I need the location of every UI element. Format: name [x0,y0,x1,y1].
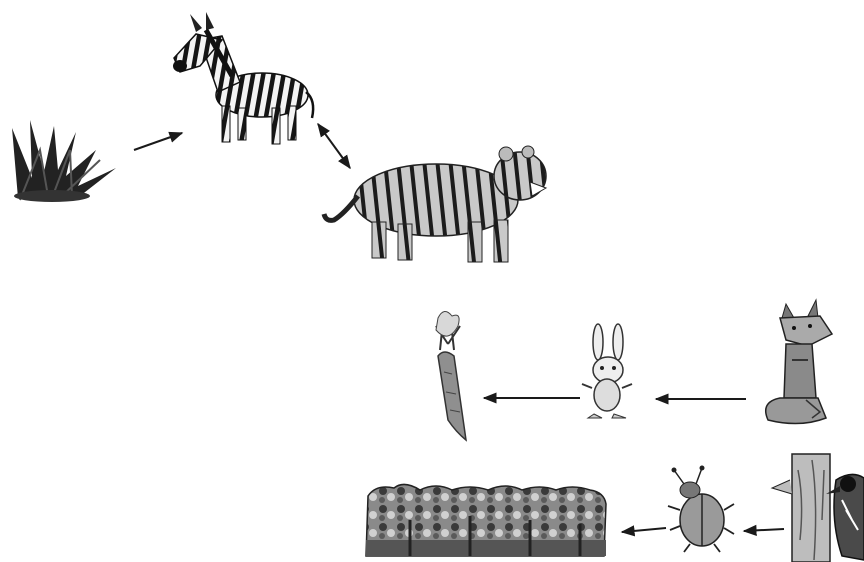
grass-tuft-icon [12,120,116,202]
tiger-icon [324,146,546,262]
carrot-icon [436,311,466,440]
fox-icon [766,300,832,424]
arrow-zebra-tiger [318,124,350,168]
arrow-woodpecker-to-beetle [744,529,784,531]
woodpecker-on-trunk-icon [772,454,864,562]
arrow-beetle-to-trees [622,528,666,532]
tree-row-icon [366,484,606,556]
zebra-icon [173,12,313,144]
beetle-icon [668,466,734,553]
arrow-grass-to-zebra [134,133,182,150]
rabbit-icon [582,324,632,418]
